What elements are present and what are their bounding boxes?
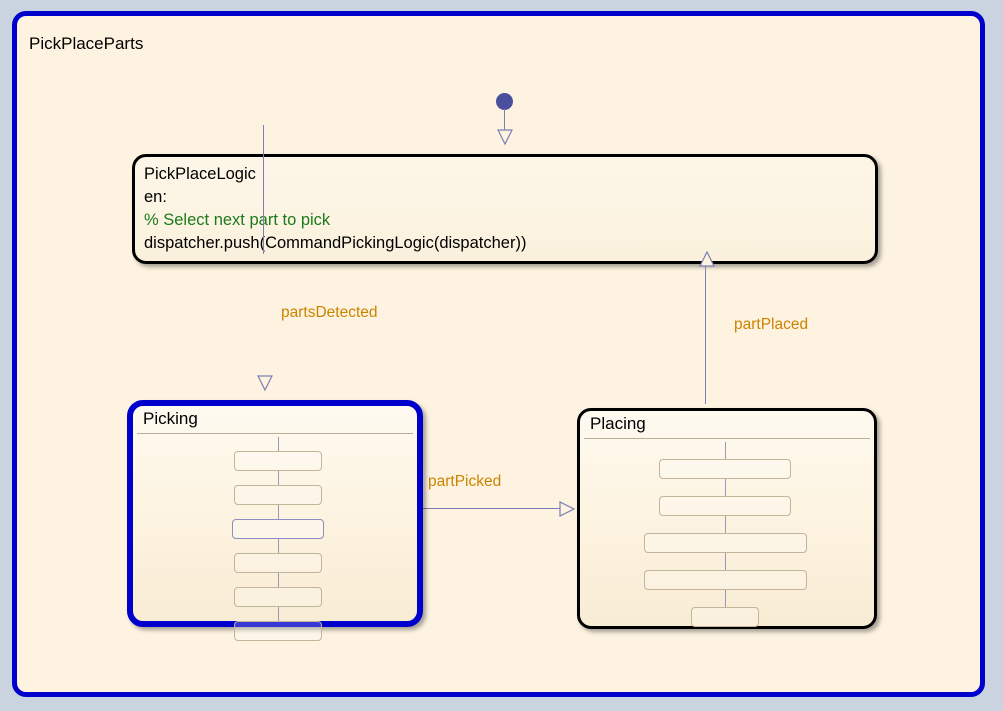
substate-connector	[725, 516, 726, 533]
substate-box[interactable]	[659, 459, 791, 479]
partplaced-transition-arrowhead	[699, 250, 715, 267]
state-placing-name: Placing	[590, 414, 646, 433]
substate-connector	[278, 471, 279, 485]
partpicked-transition-arrowhead	[559, 501, 576, 517]
partplaced-transition-line[interactable]	[705, 263, 707, 404]
partsdetected-transition-line[interactable]	[263, 125, 265, 254]
substate-box[interactable]	[234, 621, 322, 641]
substate-box[interactable]	[643, 533, 807, 553]
substate-box[interactable]	[234, 451, 322, 471]
substate-box[interactable]	[659, 496, 791, 516]
substate-box[interactable]	[234, 553, 322, 573]
default-transition-line[interactable]	[504, 109, 506, 143]
substate-box[interactable]	[234, 587, 322, 607]
state-pickplacelogic[interactable]: PickPlaceLogic en: % Select next part to…	[132, 154, 878, 264]
substate-connector	[278, 573, 279, 587]
substate-connector	[278, 505, 279, 519]
initial-state-dot[interactable]	[496, 93, 513, 110]
state-picking-header: Picking	[133, 406, 417, 434]
state-placing-header: Placing	[580, 411, 874, 439]
state-picking-divider	[137, 433, 413, 434]
state-placing[interactable]: Placing	[577, 408, 877, 629]
partpicked-transition-line[interactable]	[412, 508, 564, 510]
substate-box[interactable]	[691, 607, 759, 627]
state-pickplacelogic-name: PickPlaceLogic	[144, 165, 256, 183]
chart-title: PickPlaceParts	[29, 34, 144, 53]
substate-box-selected[interactable]	[232, 519, 324, 539]
substate-connector	[278, 437, 279, 451]
state-picking-name: Picking	[143, 409, 198, 428]
substate-connector	[725, 479, 726, 496]
state-placing-substate-stack	[580, 439, 874, 627]
state-pickplacelogic-entry-keyword: en:	[144, 188, 167, 206]
substate-connector	[725, 553, 726, 570]
substate-box[interactable]	[643, 570, 807, 590]
transition-label-partplaced[interactable]: partPlaced	[734, 316, 809, 333]
state-picking-substate-stack	[133, 434, 417, 641]
state-pickplacelogic-action: dispatcher.push(CommandPickingLogic(disp…	[144, 234, 527, 252]
partsdetected-transition-arrowhead	[257, 375, 273, 392]
substate-connector	[278, 539, 279, 553]
substate-connector	[278, 607, 279, 621]
substate-connector	[725, 590, 726, 607]
state-pickplacelogic-text: PickPlaceLogic en: % Select next part to…	[144, 163, 526, 255]
substate-box[interactable]	[234, 485, 322, 505]
substate-connector	[725, 442, 726, 459]
chart-container-pickplaceparts[interactable]: PickPlaceParts PickPlaceLogic en: % Sele…	[12, 11, 985, 697]
transition-label-partpicked[interactable]: partPicked	[428, 473, 502, 490]
transition-label-partsdetected[interactable]: partsDetected	[281, 304, 378, 321]
state-placing-divider	[584, 438, 870, 439]
default-transition-arrowhead	[497, 129, 513, 146]
state-pickplacelogic-comment: % Select next part to pick	[144, 211, 331, 229]
state-picking[interactable]: Picking	[127, 400, 423, 641]
